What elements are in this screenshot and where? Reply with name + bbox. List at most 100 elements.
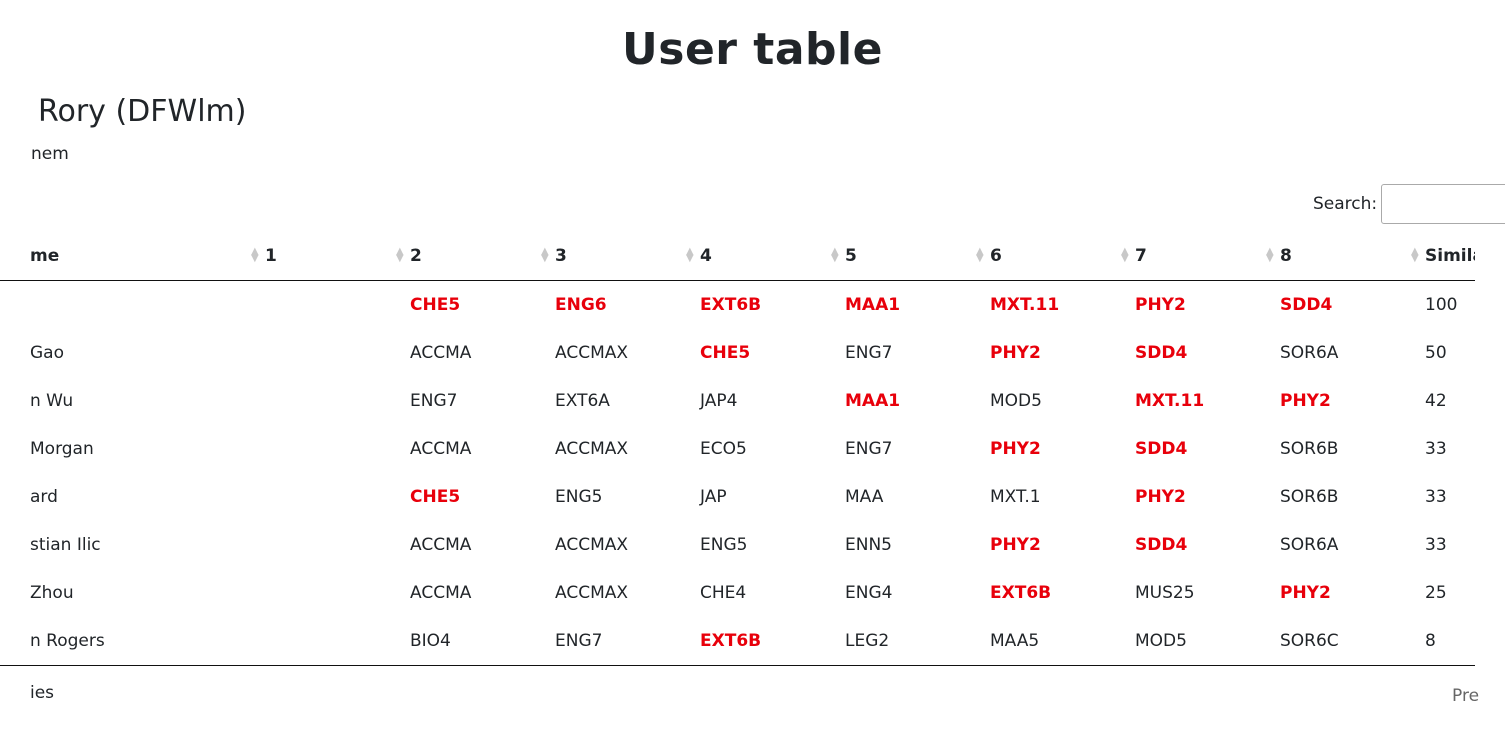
subject-cell: MAA5 [980, 617, 1125, 666]
subject-cell: ACCMAX [555, 535, 629, 555]
subject-cell: SOR6B [1280, 487, 1339, 507]
column-header-3[interactable]: ▲▼ 3 [541, 232, 690, 281]
student-name-cell: Zhou [30, 583, 74, 603]
column-header-label: 3 [555, 246, 567, 266]
subject-cell: ACCMA [410, 439, 472, 459]
student-name-cell: Morgan [30, 439, 94, 459]
subject-cell: SDD4 [1135, 535, 1188, 555]
column-header-4[interactable]: ▲▼ 4 [686, 232, 835, 281]
page-title: User table [622, 24, 883, 75]
subject-cell: ENG7 [410, 391, 458, 411]
subject-cell: LEG2 [835, 617, 980, 666]
subject-cell: EXT6A [555, 391, 610, 411]
subject-cell: MOD5 [1125, 617, 1270, 666]
similarity-cell: 8 [1415, 617, 1475, 666]
subject-cell: ENG7 [845, 343, 893, 363]
similarity-cell: 33 [1425, 439, 1447, 459]
column-header-label: 4 [700, 246, 712, 266]
subject-cell [255, 377, 400, 425]
subject-cell: SOR6B [1280, 439, 1339, 459]
student-name-cell: ard [30, 487, 58, 507]
subject-cell: PHY2 [1280, 391, 1331, 411]
subject-cell: ENG7 [845, 439, 893, 459]
subject-cell: ENG4 [845, 583, 893, 603]
column-header-label: Similarity % [1425, 246, 1475, 266]
subject-cell: SOR6A [1280, 343, 1339, 363]
similarity-cell: 100 [1425, 295, 1458, 315]
subject-cell: ENG5 [700, 535, 748, 555]
subject-cell: SDD4 [1135, 343, 1188, 363]
search-label: Search: [1313, 194, 1378, 214]
subject-cell: JAP [700, 487, 727, 507]
column-header-label: 8 [1280, 246, 1292, 266]
sort-both-icon: ▲▼ [686, 246, 694, 264]
column-header-6[interactable]: ▲▼6 [976, 232, 1125, 281]
search-input[interactable] [1381, 184, 1505, 224]
sort-both-icon: ▲▼ [541, 246, 549, 264]
subject-cell: ENG7 [545, 617, 690, 666]
previous-page-button[interactable]: Pre [1452, 686, 1480, 706]
column-header-1[interactable]: ▲▼1 [251, 232, 400, 281]
subject-cell: EXT6B [700, 295, 762, 315]
subject-cell: ENG6 [555, 295, 607, 315]
subject-cell: PHY2 [1135, 295, 1186, 315]
subject-cell [255, 569, 400, 617]
subject-cell: EXT6B [690, 617, 835, 666]
similarity-cell: 50 [1425, 343, 1447, 363]
column-header-8[interactable]: ▲▼ 8 [1266, 232, 1415, 281]
subject-cell: MXT.11 [990, 295, 1060, 315]
subject-cell: ACCMA [410, 583, 472, 603]
student-name-cell: n Rogers [0, 617, 255, 666]
student-name-cell: Gao [30, 343, 64, 363]
subject-cell [255, 329, 400, 377]
subject-cell: ACCMAX [555, 583, 629, 603]
column-header-label: 7 [1135, 246, 1147, 266]
column-header-label: me [30, 246, 60, 266]
subject-cell: SOR6C [1270, 617, 1415, 666]
subject-cell [255, 425, 400, 473]
subject-cell: PHY2 [1135, 487, 1186, 507]
column-header-7[interactable]: ▲▼ 7 [1121, 232, 1270, 281]
similarity-cell: 25 [1425, 583, 1447, 603]
column-header-5[interactable]: ▲▼5 [831, 232, 980, 281]
user-table: me▲▼1▲▼2▲▼3▲▼4▲▼5▲▼6▲▼7▲▼8▲▼Similarity %… [0, 232, 1475, 666]
subject-cell: ECO5 [700, 439, 747, 459]
subject-cell: PHY2 [1280, 583, 1331, 603]
subject-cell: SDD4 [1135, 439, 1188, 459]
similarity-cell: 33 [1425, 487, 1447, 507]
sort-both-icon: ▲▼ [1266, 246, 1274, 264]
subject-cell: MAA1 [845, 295, 901, 315]
column-header-2[interactable]: ▲▼2 [396, 232, 545, 281]
subject-cell: MUS25 [1135, 583, 1195, 603]
column-header-similarity[interactable]: ▲▼ Similarity % [1411, 232, 1475, 281]
sort-both-icon: ▲▼ [1411, 246, 1419, 264]
similarity-cell: 42 [1425, 391, 1447, 411]
search-box: Search: [1313, 184, 1505, 224]
subject-cell: ENN5 [845, 535, 892, 555]
sort-both-icon: ▲▼ [1121, 246, 1129, 264]
subject-cell [255, 617, 400, 666]
column-header-label: 6 [990, 246, 1002, 266]
student-name-cell: stian Ilic [30, 535, 101, 555]
subject-cell: BIO4 [400, 617, 545, 666]
subject-cell: CHE5 [410, 487, 461, 507]
subject-cell: MAA1 [845, 391, 901, 411]
table-header-row: me▲▼1▲▼2▲▼3▲▼4▲▼5▲▼6▲▼7▲▼8▲▼Similarity % [0, 232, 1475, 281]
subject-cell: CHE5 [700, 343, 751, 363]
subject-cell: MOD5 [990, 391, 1042, 411]
subject-cell: SDD4 [1280, 295, 1333, 315]
user-subtext: nem [31, 144, 69, 164]
table-info: ies [30, 683, 55, 703]
column-header-label: 1 [265, 246, 277, 266]
subject-cell: PHY2 [990, 535, 1041, 555]
user-heading: Rory (DFWlm) [38, 94, 247, 129]
column-header-name[interactable]: me [0, 232, 255, 281]
sort-both-icon: ▲▼ [396, 246, 404, 264]
